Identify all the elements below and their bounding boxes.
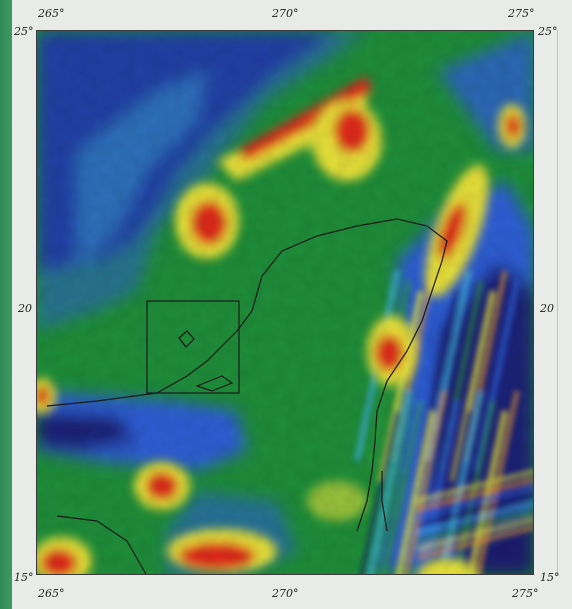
tick-left-top: 25° (14, 25, 34, 38)
texture-overlay (37, 31, 533, 574)
tick-right-middle: 20 (540, 302, 554, 315)
coastline (46, 218, 448, 574)
tick-top-left: 265° (38, 7, 65, 20)
tick-top-center: 270° (272, 7, 299, 20)
tick-bottom-left-corner: 15° (14, 571, 34, 584)
tick-bottom-right: 275° (512, 587, 539, 600)
tick-top-right: 275° (508, 7, 535, 20)
tick-right-top: 25° (538, 25, 558, 38)
tick-bottom-left: 265° (38, 587, 65, 600)
right-edge-line (557, 30, 558, 575)
tick-left-middle: 20 (18, 302, 32, 315)
anomaly-map-svg (37, 31, 533, 574)
left-colorbar-strip (0, 0, 12, 609)
tick-bottom-center: 270° (272, 587, 299, 600)
anomaly-map-plot (36, 30, 534, 575)
tick-bottom-right-corner: 15° (540, 571, 560, 584)
inset-box (146, 300, 240, 394)
